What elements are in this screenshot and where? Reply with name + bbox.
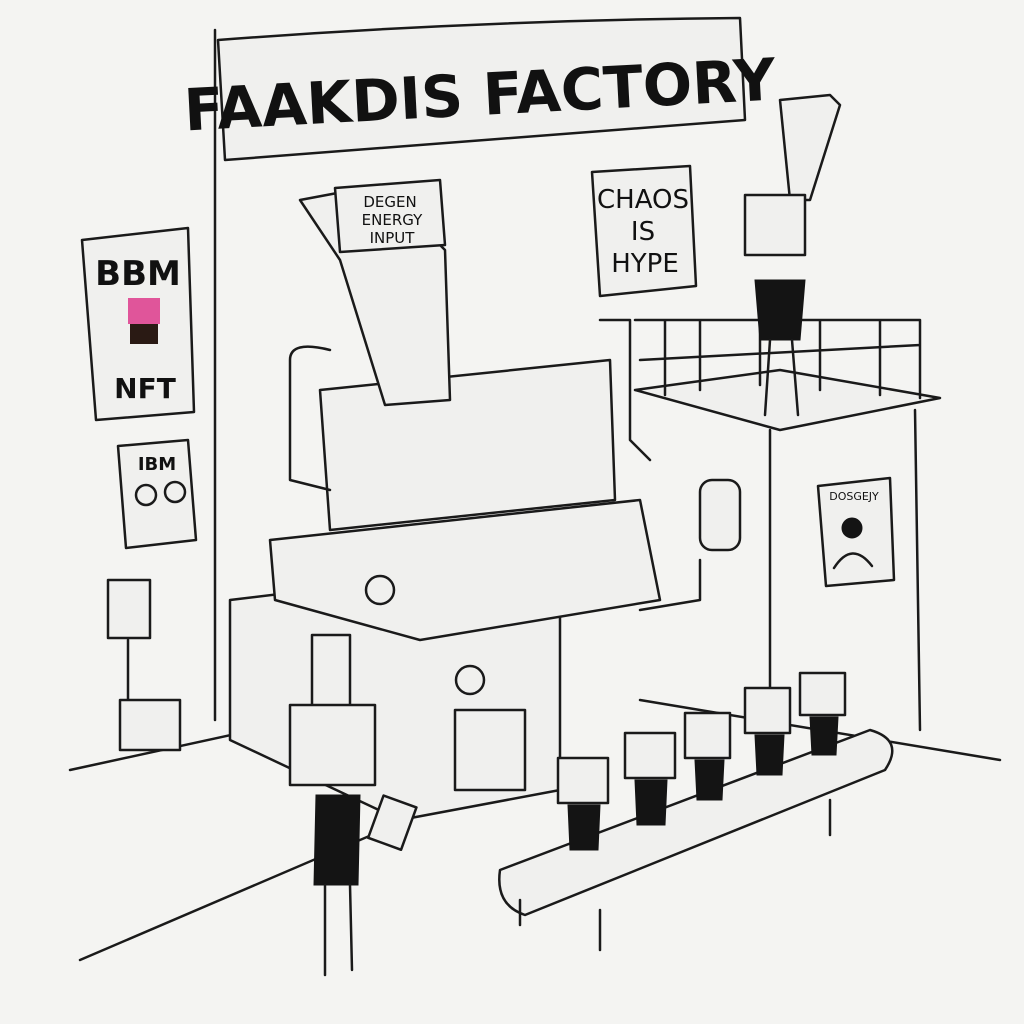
chaos-is-hype-sign: CHAOS IS HYPE	[590, 164, 698, 298]
ibm-poster-title: IBM	[138, 454, 176, 475]
qr-terminal	[106, 578, 182, 752]
wanted-poster: DOSGEJY	[816, 476, 896, 588]
wanted-poster-title: DOSGEJY	[829, 490, 879, 503]
platform	[633, 318, 942, 732]
factory-machine: DEGEN ENERGY INPUT	[228, 178, 742, 822]
hopper-sign-line-3: INPUT	[370, 229, 416, 247]
sign-line-3: HYPE	[611, 249, 679, 279]
sign-line-2: IS	[631, 217, 655, 247]
bbm-nft-poster: BBM NFT	[80, 226, 196, 422]
sign-line-1: CHAOS	[597, 185, 689, 215]
ibm-poster: IBM	[116, 438, 198, 550]
conveyor-belt	[498, 728, 894, 952]
pink-helmet-pixel-art	[128, 298, 160, 324]
poster-bbm-text: BBM	[95, 254, 181, 294]
banner: FAAKDIS FACTORY	[182, 16, 778, 162]
poster-nft-text: NFT	[114, 372, 176, 405]
hopper-sign-line-1: DEGEN	[363, 193, 416, 211]
characters	[288, 93, 847, 977]
hopper-sign-line-2: ENERGY	[362, 211, 423, 229]
